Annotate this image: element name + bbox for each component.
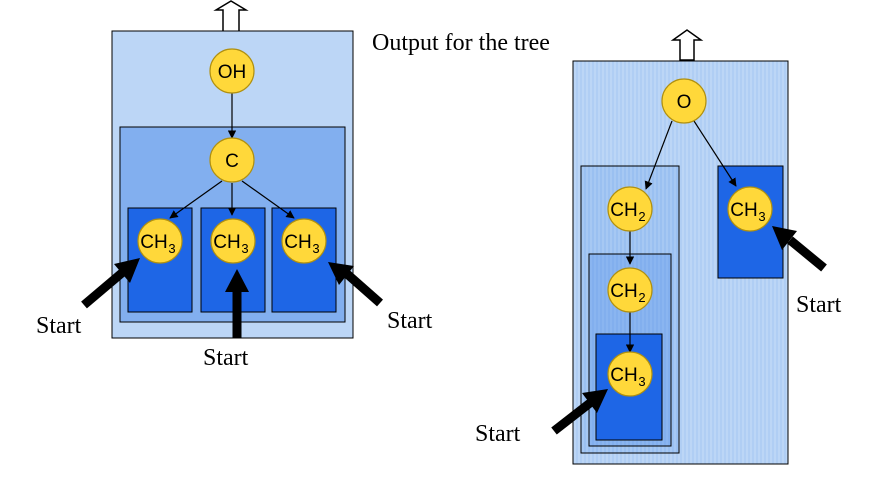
output-up-arrow-icon-right — [670, 29, 704, 61]
edge-c-ch3-left — [169, 180, 223, 219]
node-ch2-upper-base: CH — [610, 200, 637, 221]
start-label-bottom: Start — [475, 421, 521, 447]
node-ch3-left: CH 3 — [137, 218, 183, 264]
edge-o-ch3 — [693, 120, 737, 187]
node-ch3-right-branch: CH 3 — [727, 186, 773, 232]
start-label-left: Start — [36, 313, 82, 339]
output-caption: Output for the tree — [372, 30, 550, 56]
start-label-mid: Start — [203, 345, 249, 371]
node-ch3-bottom: CH 3 — [607, 351, 653, 397]
start-label-top-right: Start — [796, 292, 842, 318]
node-o-label: O — [677, 92, 692, 113]
node-ch3-right: CH 3 — [281, 218, 327, 264]
node-ch3-right-base: CH — [284, 232, 311, 253]
node-ch3-left-base: CH — [140, 232, 167, 253]
start-arrow-mid-icon — [225, 269, 249, 338]
node-oh: OH — [209, 48, 255, 94]
node-ch2-lower: CH 2 — [607, 267, 653, 313]
node-ch3-right-branch-base: CH — [730, 200, 757, 221]
start-arrow-top-right-icon — [772, 226, 827, 272]
node-ch3-mid: CH 3 — [210, 218, 256, 264]
right-tree: O CH 2 CH 3 CH 2 CH 3 — [475, 29, 842, 465]
node-ch3-bottom-base: CH — [610, 365, 637, 386]
node-o: O — [661, 78, 707, 124]
start-label-right: Start — [387, 308, 433, 334]
left-tree: OH C CH 3 CH 3 CH 3 — [36, 0, 433, 371]
edge-o-ch2 — [644, 120, 673, 190]
node-ch2-upper-sub: 2 — [638, 209, 645, 224]
node-ch3-bottom-sub: 3 — [638, 374, 645, 389]
node-c: C — [209, 137, 255, 183]
node-ch3-mid-base: CH — [213, 232, 240, 253]
start-arrow-right-icon — [328, 262, 383, 307]
node-ch2-upper: CH 2 — [607, 186, 653, 232]
start-arrow-left-icon — [81, 258, 140, 309]
node-ch3-left-sub: 3 — [168, 241, 175, 256]
start-arrow-bottom-icon — [551, 389, 608, 435]
node-ch3-right-branch-sub: 3 — [758, 209, 765, 224]
node-oh-label: OH — [218, 62, 247, 83]
node-ch2-lower-base: CH — [610, 281, 637, 302]
node-ch3-right-sub: 3 — [312, 241, 319, 256]
output-up-arrow-icon — [213, 0, 249, 33]
node-ch3-mid-sub: 3 — [241, 241, 248, 256]
node-ch2-lower-sub: 2 — [638, 290, 645, 305]
node-c-label: C — [225, 151, 239, 172]
edge-c-ch3-right — [241, 180, 295, 219]
